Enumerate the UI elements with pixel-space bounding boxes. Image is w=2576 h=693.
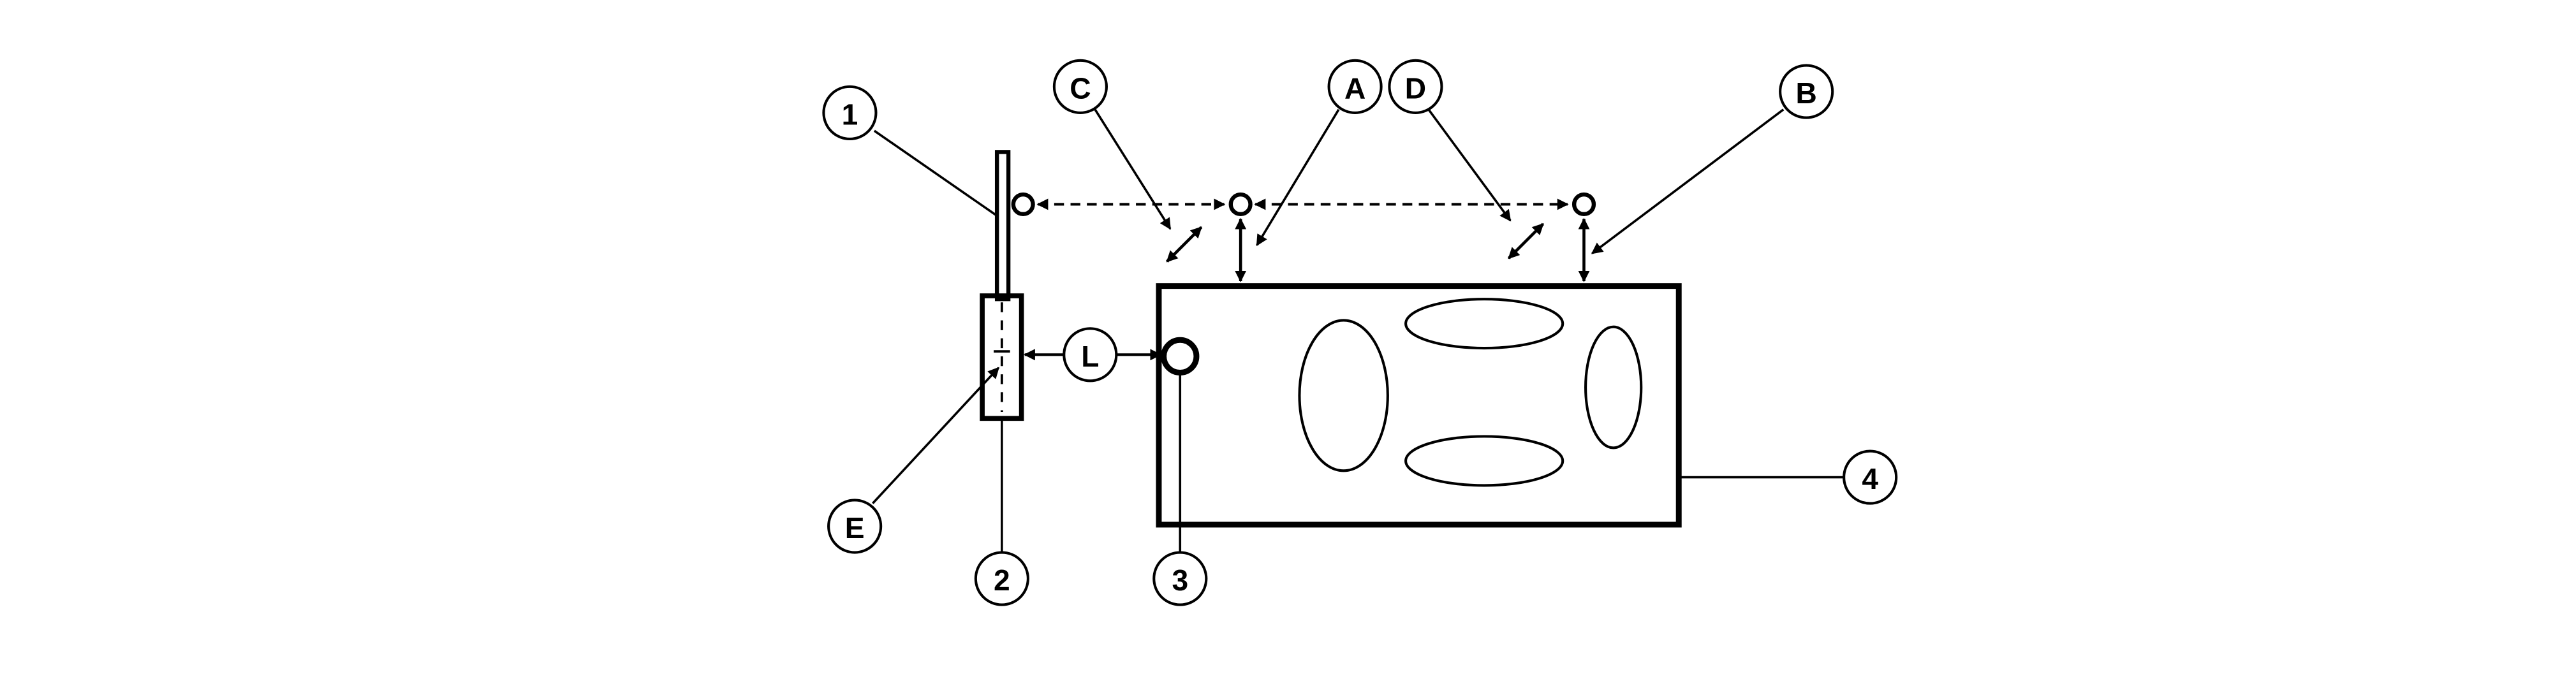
part-3-reference-hole bbox=[1161, 337, 1200, 376]
panel-opening-left bbox=[1298, 319, 1389, 472]
leader-a bbox=[1256, 108, 1340, 247]
callout-b: B bbox=[1779, 64, 1834, 119]
callout-l: L bbox=[1063, 327, 1118, 383]
svg-text:1: 1 bbox=[842, 98, 858, 131]
measure-point-b bbox=[1571, 192, 1596, 217]
callout-2: 2 bbox=[974, 551, 1029, 606]
leader-b bbox=[1591, 108, 1785, 254]
callout-c: C bbox=[1052, 59, 1108, 114]
leader-d bbox=[1427, 108, 1512, 222]
callout-3: 3 bbox=[1152, 551, 1208, 606]
part-4-panel bbox=[1156, 283, 1682, 528]
panel-opening-right bbox=[1584, 325, 1643, 449]
svg-text:4: 4 bbox=[1862, 462, 1878, 495]
callout-a: A bbox=[1327, 59, 1383, 114]
svg-text:E: E bbox=[845, 511, 865, 544]
leader-1 bbox=[873, 129, 998, 217]
diagonal-arrow-c bbox=[1166, 226, 1203, 263]
leader-c bbox=[1094, 108, 1172, 230]
svg-text:C: C bbox=[1070, 71, 1091, 105]
part-1-rod bbox=[994, 150, 1011, 302]
diagonal-arrow-d bbox=[1507, 222, 1545, 259]
svg-text:A: A bbox=[1344, 71, 1365, 105]
callout-e: E bbox=[827, 499, 883, 554]
svg-text:D: D bbox=[1405, 71, 1426, 105]
callout-1: 1 bbox=[822, 85, 878, 140]
callout-d: D bbox=[1388, 59, 1443, 114]
panel-opening-bottom bbox=[1404, 435, 1564, 487]
leader-e bbox=[872, 367, 1000, 504]
svg-text:L: L bbox=[1081, 340, 1099, 373]
measure-point-rod bbox=[1011, 192, 1035, 217]
part-2-bracket bbox=[980, 293, 1024, 421]
leader-lines bbox=[872, 108, 1846, 555]
svg-text:2: 2 bbox=[994, 564, 1010, 597]
callout-4: 4 bbox=[1843, 449, 1898, 505]
svg-text:B: B bbox=[1796, 77, 1817, 110]
panel-opening-top bbox=[1404, 298, 1564, 350]
measure-point-a bbox=[1228, 192, 1253, 217]
svg-text:3: 3 bbox=[1172, 564, 1188, 597]
